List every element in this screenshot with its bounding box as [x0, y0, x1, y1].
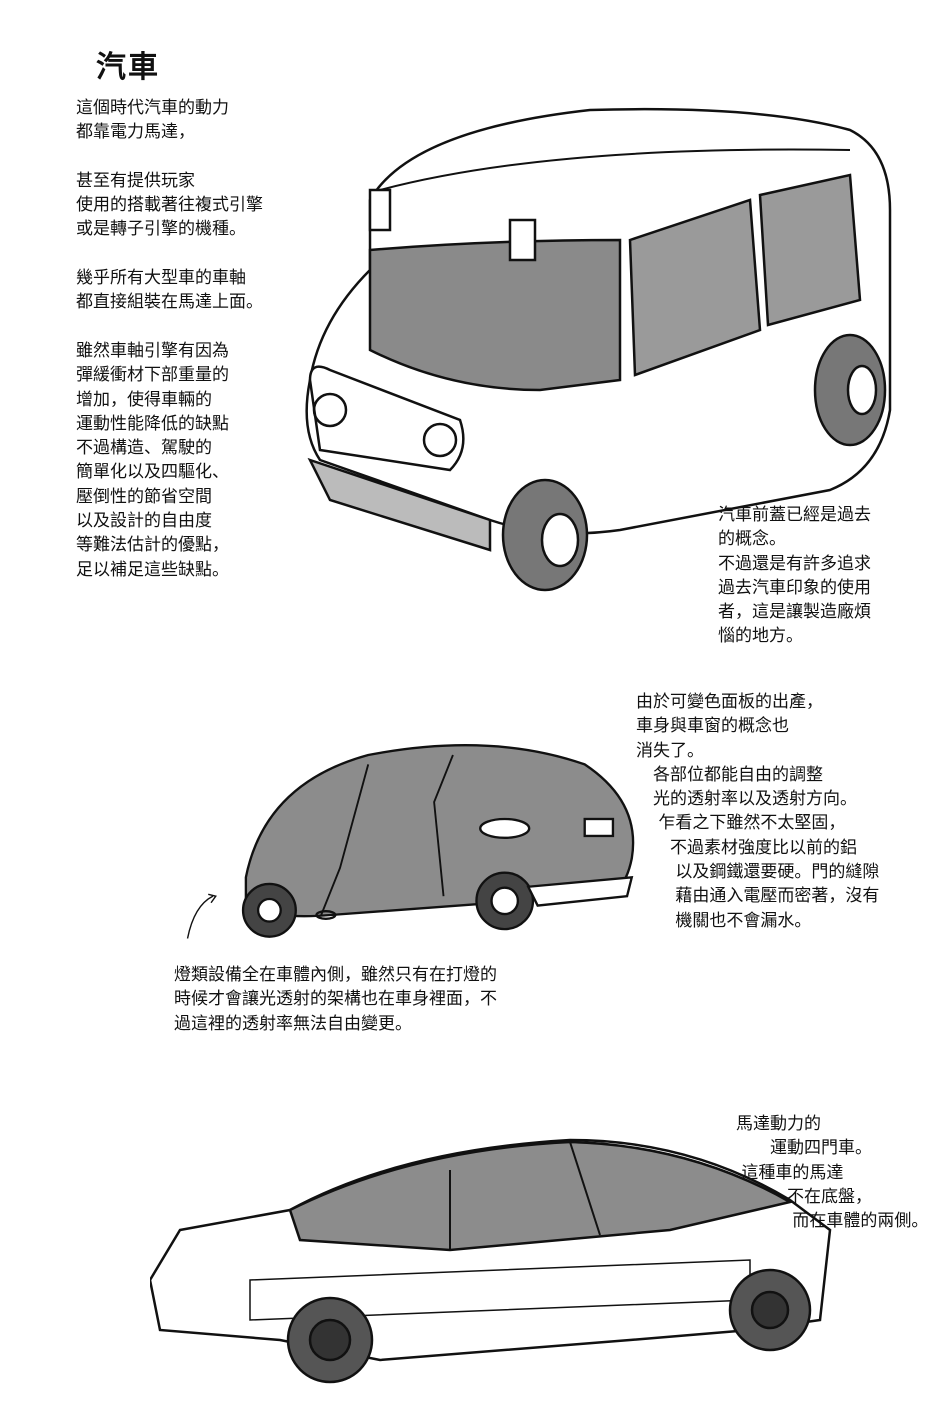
text-line: 乍看之下雖然不太堅固， — [636, 813, 846, 834]
text-line: 以及鋼鐵還要硬。門的縫隙 — [636, 862, 880, 883]
text-line: 光的透射率以及透射方向。 — [636, 789, 857, 810]
text-line: 的概念。 — [718, 529, 786, 550]
text-line: 而在車體的兩側。 — [736, 1211, 929, 1232]
text-line: 機關也不會漏水。 — [636, 910, 812, 931]
text-line: 幾乎所有大型車的車軸 — [76, 268, 246, 289]
text-line: 以及設計的自由度 — [76, 511, 212, 532]
text-line — [76, 145, 263, 169]
text-line: 各部位都能自由的調整 — [636, 764, 823, 785]
van-illustration — [305, 107, 892, 592]
sedan-note: 馬達動力的 運動四門車。 這種車的馬達 不在底盤， 而在車體的兩側。 — [736, 1112, 928, 1233]
text-line: 不過構造、駕駛的 — [76, 438, 212, 459]
sedan-illustration — [150, 1138, 832, 1384]
text-line: 者，這是讓製造廠煩 — [718, 602, 871, 623]
text-line — [76, 242, 263, 266]
text-line — [76, 315, 263, 339]
text-line: 甚至有提供玩家 — [76, 170, 195, 191]
text-line: 雖然車軸引擎有因為 — [76, 340, 229, 361]
text-line: 等難法估計的優點， — [76, 535, 229, 556]
text-line: 運動性能降低的缺點 — [76, 413, 229, 434]
text-line: 過這裡的透射率無法自由變更。 — [174, 1013, 412, 1034]
text-line: 這種車的馬達 — [736, 1162, 844, 1183]
text-line: 這個時代汽車的動力 — [76, 98, 229, 118]
text-line: 運動四門車。 — [736, 1138, 872, 1159]
text-line: 使用的搭載著往複式引擎 — [76, 195, 263, 216]
text-line: 足以補足這些缺點。 — [76, 559, 229, 580]
text-line: 車身與車窗的概念也 — [636, 716, 789, 737]
text-line: 燈類設備全在車體內側，雖然只有在打燈的 — [174, 965, 497, 985]
hood-note: 汽車前蓋已經是過去的概念。不過還是有許多追求過去汽車印象的使用者，這是讓製造廠煩… — [718, 503, 871, 649]
text-line: 壓倒性的節省空間 — [76, 486, 212, 507]
text-line: 馬達動力的 — [736, 1114, 821, 1134]
text-line: 惱的地方。 — [718, 626, 803, 647]
text-line: 都靠電力馬達， — [76, 122, 195, 143]
text-line: 由於可變色面板的出產， — [636, 692, 823, 712]
text-line: 藉由通入電壓而密著，沒有 — [636, 886, 880, 907]
text-line: 增加，使得車輛的 — [76, 389, 212, 410]
text-line: 汽車前蓋已經是過去 — [718, 505, 871, 525]
text-line: 簡單化以及四驅化、 — [76, 462, 229, 483]
text-line: 不過素材強度比以前的鋁 — [636, 837, 857, 858]
text-line: 時候才會讓光透射的架構也在車身裡面，不 — [174, 989, 497, 1010]
text-line: 過去汽車印象的使用 — [718, 577, 871, 598]
text-line: 不過還是有許多追求 — [718, 553, 871, 574]
text-line: 彈緩衝材下部重量的 — [76, 365, 229, 386]
page-title: 汽車 — [96, 50, 160, 85]
text-line: 都直接組裝在馬達上面。 — [76, 292, 263, 313]
intro-text: 這個時代汽車的動力都靠電力馬達， 甚至有提供玩家使用的搭載著往複式引擎或是轉子引… — [76, 96, 263, 582]
concept-car-illustration — [186, 744, 635, 939]
text-line: 或是轉子引擎的機種。 — [76, 219, 246, 240]
panel-note: 由於可變色面板的出產， 車身與車窗的概念也消失了。 各部位都能自由的調整 光的透射… — [636, 690, 879, 933]
text-line: 不在底盤， — [736, 1186, 872, 1207]
text-line: 消失了。 — [636, 740, 704, 761]
light-note: 燈類設備全在車體內側，雖然只有在打燈的時候才會讓光透射的架構也在車身裡面，不過這… — [174, 963, 497, 1036]
